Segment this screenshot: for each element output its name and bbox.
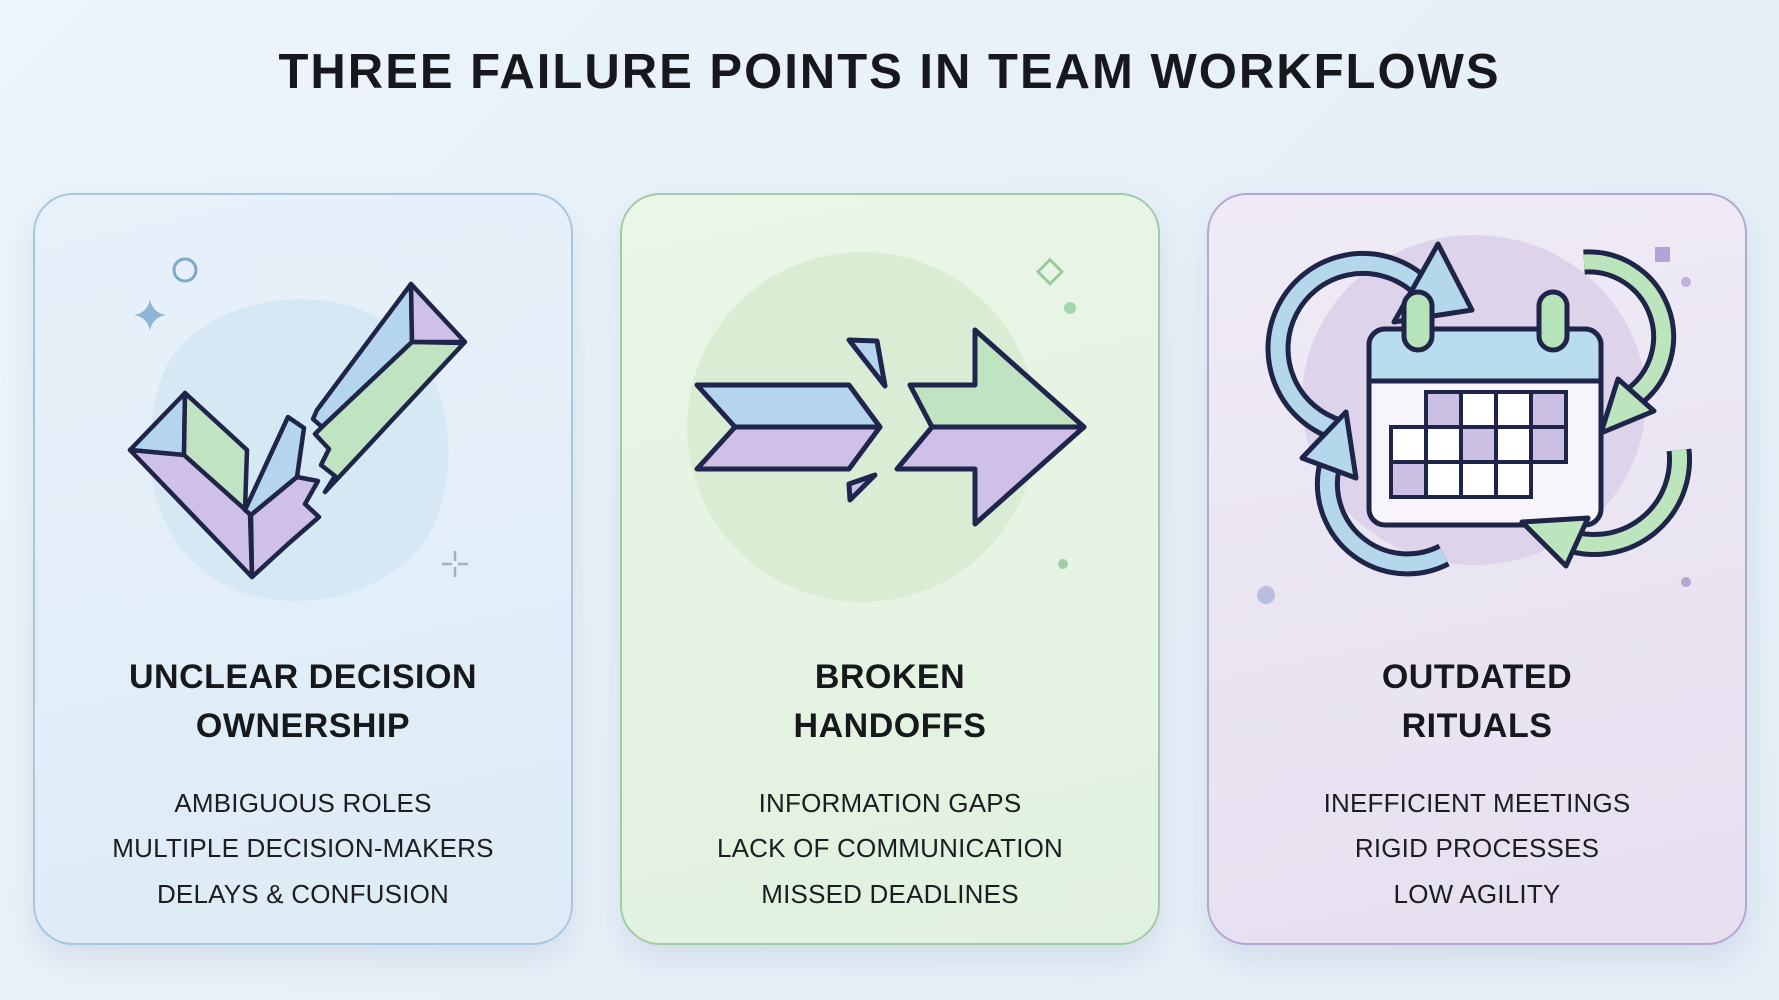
card-title-line: HANDOFFS: [793, 706, 987, 745]
cycle-arrow-bottom-right: [1519, 448, 1693, 569]
card-items: AMBIGUOUS ROLES MULTIPLE DECISION-MAKERS…: [35, 781, 571, 918]
card-item: INFORMATION GAPS: [758, 787, 1022, 818]
card-unclear-decision-ownership: UNCLEAR DECISION OWNERSHIP AMBIGUOUS ROL…: [33, 193, 573, 945]
card-item: RIGID PROCESSES: [1354, 833, 1600, 864]
card-item: DELAYS & CONFUSION: [156, 878, 450, 909]
dot-decoration: [1058, 559, 1068, 569]
card-item: MISSED DEADLINES: [761, 878, 1019, 909]
card-item: INEFFICIENT MEETINGS: [1323, 787, 1631, 818]
page-title: THREE FAILURE POINTS IN TEAM WORKFLOWS: [278, 45, 1501, 99]
dot-decoration: [1681, 577, 1691, 587]
dot-decoration: [1681, 277, 1691, 287]
broken-arrow-icon: [687, 252, 1087, 602]
card-title: BROKEN HANDOFFS: [622, 653, 1158, 751]
card-item: LACK OF COMMUNICATION: [716, 833, 1064, 864]
cards-row: UNCLEAR DECISION OWNERSHIP AMBIGUOUS ROL…: [33, 193, 1747, 945]
card-title-line: BROKEN: [814, 658, 966, 696]
square-decoration: [1655, 247, 1670, 262]
dot-decoration: [1064, 302, 1076, 314]
card-title-line: OWNERSHIP: [195, 706, 411, 745]
card-illustration-area: [35, 195, 571, 647]
sparkle-decoration: [134, 299, 166, 331]
card-title-line: UNCLEAR DECISION: [128, 658, 478, 696]
card-illustration-area: [1209, 195, 1745, 647]
card-items: INEFFICIENT MEETINGS RIGID PROCESSES LOW…: [1209, 781, 1745, 918]
card-title-line: OUTDATED: [1381, 658, 1573, 696]
card-title: OUTDATED RITUALS: [1209, 653, 1745, 751]
calendar-glyph: [1366, 289, 1604, 528]
card-item: MULTIPLE DECISION-MAKERS: [112, 833, 494, 864]
card-outdated-rituals: OUTDATED RITUALS INEFFICIENT MEETINGS RI…: [1207, 193, 1747, 945]
card-illustration-area: [622, 195, 1158, 647]
card-broken-handoffs: BROKEN HANDOFFS INFORMATION GAPS LACK OF…: [620, 193, 1160, 945]
card-title: UNCLEAR DECISION OWNERSHIP: [35, 653, 571, 751]
plus-decoration: [442, 551, 468, 577]
cycle-arrow-bottom-left: [1299, 409, 1450, 577]
dot-decoration: [1257, 586, 1275, 604]
card-item: LOW AGILITY: [1393, 878, 1561, 909]
card-item: AMBIGUOUS ROLES: [174, 787, 432, 818]
broken-checkmark-icon: [127, 281, 468, 602]
circle-outline-decoration: [172, 257, 198, 283]
diamond-outline-decoration: [1035, 257, 1065, 286]
calendar-cycle-icon: [1265, 235, 1693, 577]
cycle-arrow-top-right: [1583, 249, 1677, 436]
card-items: INFORMATION GAPS LACK OF COMMUNICATION M…: [622, 781, 1158, 918]
card-title-line: RITUALS: [1401, 706, 1553, 745]
